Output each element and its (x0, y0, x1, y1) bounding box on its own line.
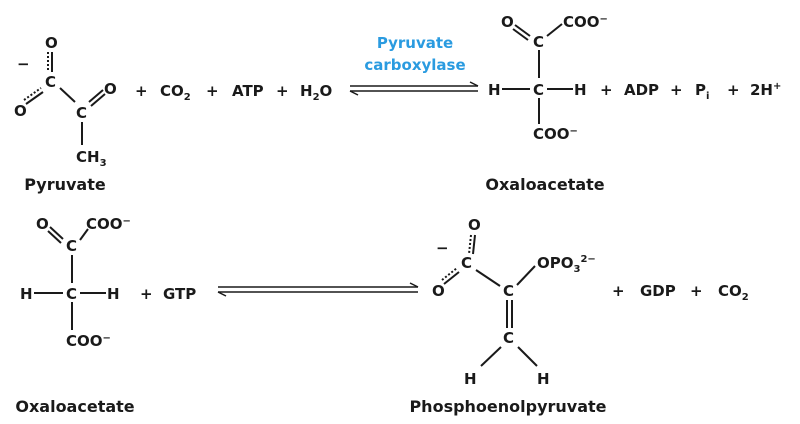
plus: + (727, 81, 740, 99)
atom-o: O (468, 216, 481, 234)
compound-label: Pyruvate (24, 175, 106, 194)
bond (90, 93, 106, 107)
bond (25, 91, 44, 105)
co2: CO2 (160, 82, 191, 103)
plus: + (140, 285, 153, 303)
bond (516, 265, 536, 286)
coo-group: COO− (563, 13, 608, 31)
atp: ATP (232, 82, 264, 100)
atom-h: H (488, 81, 501, 99)
coo-group: COO− (533, 125, 578, 143)
atom-h: H (20, 285, 33, 303)
adp: ADP (624, 81, 659, 99)
atom-o: O (14, 102, 27, 120)
bond (472, 234, 476, 255)
gdp: GDP (640, 282, 676, 300)
gtp: GTP (163, 285, 196, 303)
bond (512, 28, 529, 41)
co2: CO2 (718, 282, 749, 303)
plus: + (670, 81, 683, 99)
h2o: H2O (300, 82, 332, 103)
plus: + (135, 82, 148, 100)
charge: − (17, 55, 30, 73)
bond (514, 24, 531, 37)
products-2: + GDP + CO2 (612, 282, 749, 303)
plus: + (600, 81, 613, 99)
atom-c: C (503, 329, 514, 347)
atom-h: H (464, 370, 477, 388)
phosphate-group: OPO32− (537, 254, 596, 275)
charge: − (436, 239, 449, 257)
atom-c: C (533, 81, 544, 99)
bond (349, 90, 359, 96)
bond (469, 81, 479, 87)
atom-o: O (104, 80, 117, 98)
bond (217, 291, 227, 297)
bond (79, 228, 89, 241)
compound-label: Oxaloacetate (485, 175, 604, 194)
atom-c: C (533, 33, 544, 51)
bond (409, 282, 419, 288)
plus: + (612, 282, 625, 300)
atom-o: O (501, 13, 514, 31)
coo-group: COO− (66, 332, 111, 350)
atom-c: C (66, 285, 77, 303)
atom-c: C (461, 254, 472, 272)
oxaloacetate-structure-2: O C COO− H C H COO− Oxaloacetate (15, 215, 134, 416)
equilibrium-arrow-2 (217, 282, 419, 297)
bond (517, 346, 538, 367)
ch3-group: CH3 (76, 148, 107, 169)
bond (468, 234, 472, 255)
bond (49, 226, 64, 240)
atom-o: O (432, 282, 445, 300)
reactants-1: + CO2 + ATP + H2O (135, 82, 332, 103)
pep-structure: O − C O C OPO32− C H H Phosphoenolpyruva… (409, 216, 606, 416)
equilibrium-arrow-1: Pyruvate carboxylase (349, 34, 479, 96)
bond (88, 89, 104, 103)
bond (23, 87, 42, 101)
pi: Pi (695, 81, 709, 102)
plus: + (206, 82, 219, 100)
atom-c: C (45, 73, 56, 91)
bond (59, 87, 76, 103)
compound-label: Phosphoenolpyruvate (409, 397, 606, 416)
enzyme-label: Pyruvate (377, 34, 453, 52)
compound-label: Oxaloacetate (15, 397, 134, 416)
bond (441, 267, 458, 281)
atom-o: O (45, 34, 58, 52)
bond (480, 346, 502, 367)
atom-o: O (36, 215, 49, 233)
enzyme-label: carboxylase (364, 56, 465, 74)
atom-h: H (574, 81, 587, 99)
oxaloacetate-structure-1: O C COO− H C H COO− Oxaloacetate (485, 13, 608, 194)
bond (443, 271, 460, 285)
atom-h: H (107, 285, 120, 303)
atom-c: C (503, 282, 514, 300)
bond (47, 230, 62, 244)
atom-c: C (76, 104, 87, 122)
coo-group: COO− (86, 215, 131, 233)
plus: + (276, 82, 289, 100)
pyruvate-structure: O − C O C O CH3 Pyruvate (14, 34, 117, 194)
bond (475, 269, 501, 287)
products-1: + ADP + Pi + 2H+ (600, 81, 781, 102)
atom-h: H (537, 370, 550, 388)
bond (546, 23, 563, 37)
plus: + (690, 282, 703, 300)
atom-c: C (66, 237, 77, 255)
reactants-2: + GTP (140, 285, 196, 303)
protons: 2H+ (750, 81, 781, 99)
